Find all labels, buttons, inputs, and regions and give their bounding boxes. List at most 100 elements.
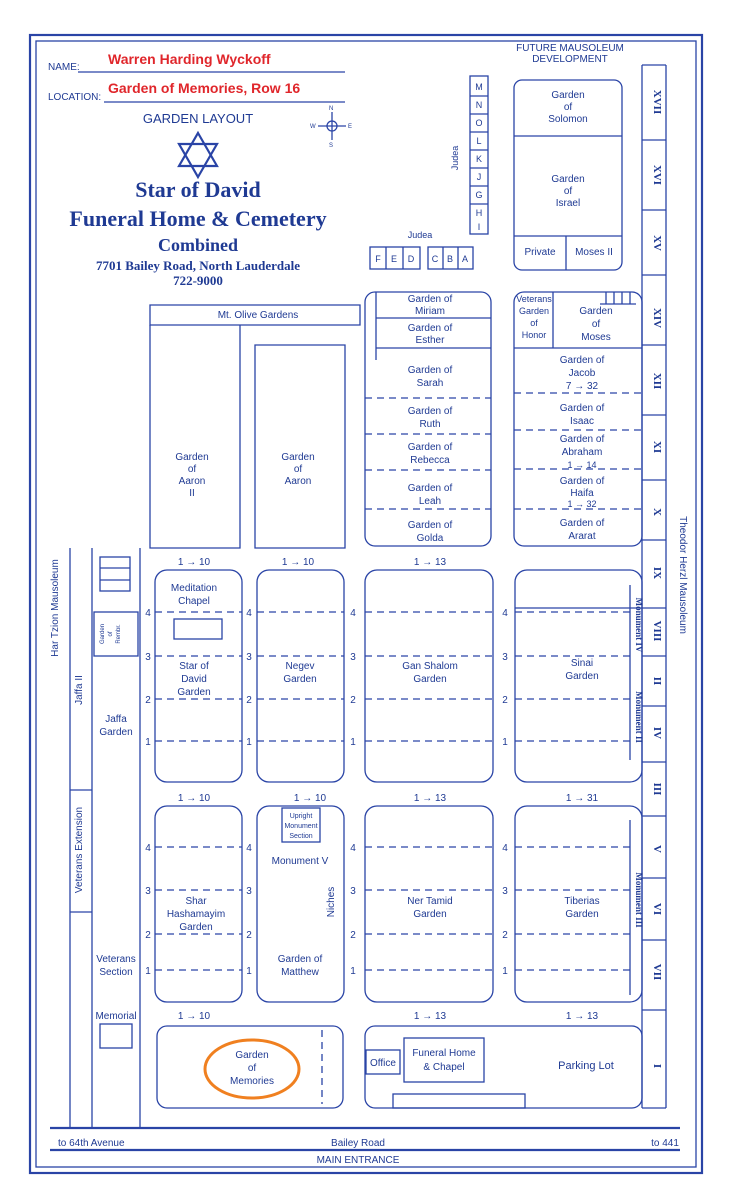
name-value: Warren Harding Wyckoff — [108, 51, 271, 67]
star-garden-l3: Garden — [177, 687, 210, 698]
moses-l3: Moses — [581, 332, 610, 343]
abraham-range: 1 → 14 — [567, 460, 596, 470]
golda-l1: Garden of — [408, 520, 453, 531]
monument-iv-label: Monument IV — [634, 598, 644, 653]
ner-tamid-l1: Ner Tamid — [407, 896, 452, 907]
matthew-l1: Garden of — [278, 954, 323, 965]
middle-row-numbers: 4 3 2 1 4 3 2 1 4 3 2 1 4 3 2 1 — [145, 608, 508, 748]
parking-lot-label: Parking Lot — [558, 1060, 614, 1072]
star-garden-l2: David — [181, 674, 207, 685]
matthew-garden — [256, 805, 345, 1003]
tiberias-range: 1 → 31 — [566, 793, 599, 804]
gan-shalom-l1: Gan Shalom — [402, 661, 458, 672]
svg-text:2: 2 — [350, 695, 356, 706]
tiberias-l2: Garden — [565, 909, 598, 920]
moses-l2: of — [592, 319, 601, 330]
veterans-section-l1: Veterans — [96, 954, 135, 965]
judea-label-row: Judea — [408, 230, 433, 240]
office-box — [365, 1049, 401, 1075]
tiberias-l1: Tiberias — [564, 896, 599, 907]
svg-text:D: D — [408, 254, 415, 264]
svg-text:XIV: XIV — [651, 308, 663, 328]
vet-honor-l2: Garden — [519, 306, 549, 316]
judea-label-vertical: Judea — [450, 146, 460, 171]
svg-text:A: A — [462, 254, 468, 264]
svg-text:I: I — [478, 222, 481, 232]
map-inner-border — [35, 40, 697, 1168]
svg-text:E: E — [391, 254, 397, 264]
sarah-l1: Garden of — [408, 365, 453, 376]
svg-text:VII: VII — [651, 964, 663, 981]
haifa-l2: Haifa — [570, 488, 594, 499]
map-outer-border — [28, 33, 704, 1175]
svg-text:2: 2 — [246, 695, 252, 706]
gan-shalom-l2: Garden — [413, 674, 446, 685]
upright-l1: Upright — [290, 813, 313, 820]
memorial-label: Memorial — [95, 1011, 136, 1022]
location-label: LOCATION: — [48, 92, 101, 103]
judea-column — [469, 75, 489, 235]
private-label: Private — [524, 247, 556, 258]
upright-l3: Section — [289, 833, 312, 840]
title-line-1: Star of David — [135, 177, 261, 202]
isaac-l2: Isaac — [570, 416, 594, 427]
ruth-l2: Ruth — [419, 419, 440, 430]
negev-l2: Garden — [283, 674, 316, 685]
svg-text:1: 1 — [246, 737, 252, 748]
svg-text:3: 3 — [145, 652, 151, 663]
title-line-3: Combined — [158, 235, 238, 255]
solomon-l3: Solomon — [548, 114, 587, 125]
aaron-ii-bed — [149, 325, 241, 549]
ner-tamid-garden — [364, 805, 494, 1003]
har-tzion-niche-icon — [99, 556, 131, 592]
ruth-l1: Garden of — [408, 406, 453, 417]
svg-text:XVII: XVII — [651, 90, 663, 114]
shar-l3: Garden — [179, 922, 212, 933]
ararat-l1: Garden of — [560, 518, 605, 529]
jaffa-ii-label: Jaffa II — [74, 675, 85, 705]
upright-monument-box — [281, 807, 321, 843]
monument-ii-label: Monument II — [634, 691, 644, 743]
solomon-l2: of — [564, 102, 573, 113]
svg-text:3: 3 — [502, 652, 508, 663]
meditation-l2: Chapel — [178, 596, 210, 607]
jacob-l1: Garden of — [560, 355, 605, 366]
name-label: NAME: — [48, 62, 80, 73]
svg-text:1: 1 — [350, 737, 356, 748]
svg-text:3: 3 — [246, 886, 252, 897]
rebecca-l2: Rebecca — [410, 455, 450, 466]
funeral-home-l2: & Chapel — [423, 1062, 464, 1073]
svg-text:I: I — [651, 1064, 663, 1068]
svg-text:2: 2 — [350, 930, 356, 941]
svg-text:XI: XI — [651, 441, 663, 453]
svg-text:E: E — [348, 124, 352, 130]
abraham-l1: Garden of — [560, 434, 605, 445]
abraham-l2: Abraham — [562, 447, 603, 458]
star-garden-l1: Star of — [179, 661, 209, 672]
svg-text:IV: IV — [651, 727, 663, 739]
svg-text:XVI: XVI — [651, 165, 663, 185]
negev-range: 1 → 10 — [282, 557, 315, 568]
sinai-l2: Garden — [565, 671, 598, 682]
svg-text:2: 2 — [502, 930, 508, 941]
compass-icon: N S E W — [310, 106, 352, 149]
title-line-2: Funeral Home & Cemetery — [69, 206, 326, 231]
miriam-l1: Garden of — [408, 294, 453, 305]
ner-tamid-range: 1 → 13 — [414, 793, 447, 804]
jacob-l2: Jacob — [569, 368, 596, 379]
svg-text:W: W — [310, 124, 316, 130]
phone: 722-9000 — [173, 273, 223, 288]
svg-text:C: C — [432, 254, 439, 264]
sinai-garden — [514, 569, 643, 783]
miriam-l2: Miriam — [415, 306, 445, 317]
gan-shalom-garden — [364, 569, 494, 783]
garden-rembr-l2: of — [108, 631, 114, 636]
aaron-ii-l2: of — [188, 464, 197, 475]
jaffa-garden-l1: Jaffa — [105, 714, 127, 725]
svg-text:XII: XII — [651, 373, 663, 390]
future-mausoleum-line2: DEVELOPMENT — [532, 54, 608, 65]
svg-text:F: F — [375, 254, 381, 264]
star-range: 1 → 10 — [178, 557, 211, 568]
svg-text:4: 4 — [350, 608, 356, 619]
